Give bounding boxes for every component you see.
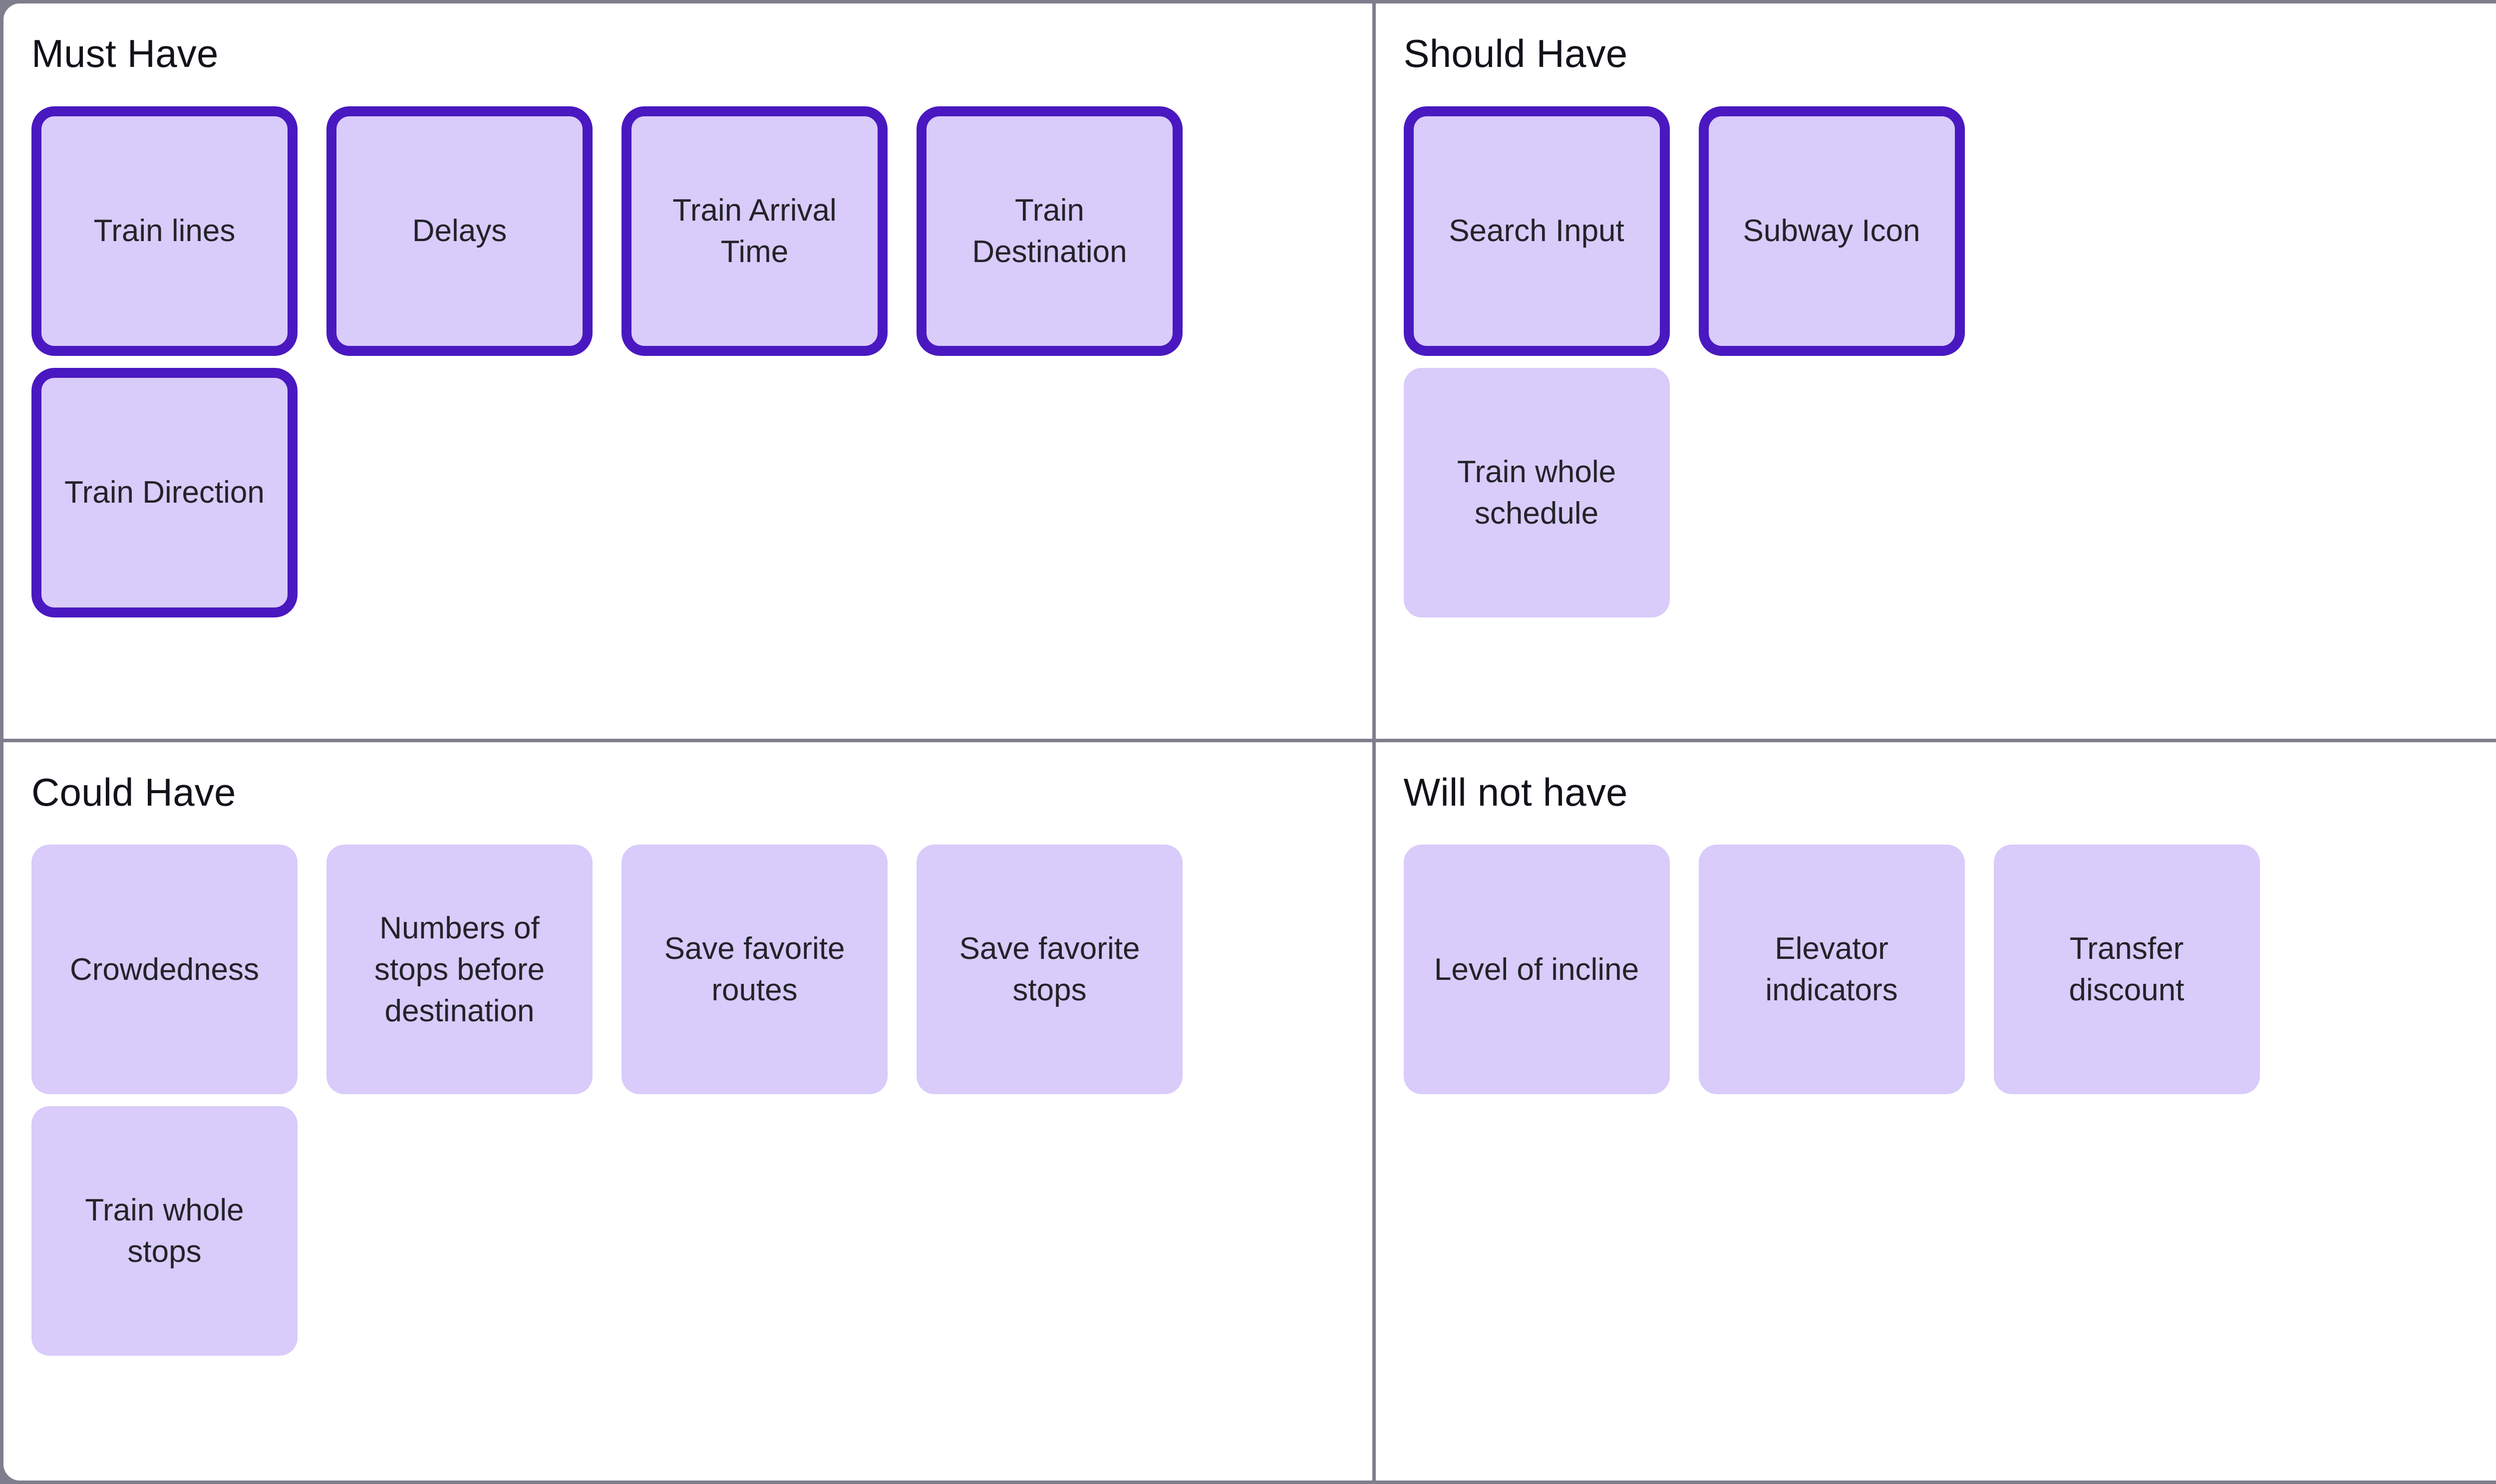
- card-label: Level of incline: [1434, 952, 1639, 987]
- quadrant-title-should-have: Should Have: [1403, 31, 1628, 75]
- card-label: Train Direction: [64, 475, 265, 510]
- card-train-arrival-time[interactable]: Train Arrival Time: [622, 106, 888, 356]
- card-row: Level of incline Elevator indicators Tra…: [1403, 845, 2496, 1095]
- card-row: Crowdedness Numbers of stops before dest…: [31, 845, 1372, 1095]
- card-train-destination[interactable]: Train Destination: [917, 106, 1183, 356]
- card-label: Train whole schedule: [1457, 454, 1616, 531]
- quadrant-title-will-not-have: Will not have: [1403, 770, 1628, 814]
- card-label: Train Arrival Time: [672, 193, 837, 269]
- card-label: Transfer discount: [2069, 931, 2184, 1008]
- card-label: Train whole stops: [85, 1193, 244, 1269]
- quadrant-title-could-have: Could Have: [31, 770, 236, 814]
- card-rows-should-have: Search Input Subway Icon Train whole sch…: [1403, 106, 2496, 617]
- card-rows-will-not-have: Level of incline Elevator indicators Tra…: [1403, 845, 2496, 1095]
- card-label: Train lines: [93, 214, 236, 249]
- card-train-lines[interactable]: Train lines: [31, 106, 298, 356]
- card-label: Save favorite stops: [959, 931, 1140, 1008]
- card-transfer-discount[interactable]: Transfer discount: [1993, 845, 2260, 1095]
- quadrant-could-have: Could Have Crowdedness Numbers of stops …: [3, 742, 1376, 1481]
- card-row: Train lines Delays Train Arrival Time Tr…: [31, 106, 1372, 356]
- card-label: Save favorite routes: [664, 931, 845, 1008]
- card-row: Search Input Subway Icon: [1403, 106, 2496, 356]
- quadrant-will-not-have: Will not have Level of incline Elevator …: [1375, 742, 2496, 1481]
- card-save-favorite-stops[interactable]: Save favorite stops: [917, 845, 1183, 1095]
- card-subway-icon[interactable]: Subway Icon: [1698, 106, 1965, 356]
- card-elevator-indicators[interactable]: Elevator indicators: [1698, 845, 1965, 1095]
- card-row: Train Direction: [31, 367, 1372, 617]
- card-train-whole-stops[interactable]: Train whole stops: [31, 1106, 298, 1356]
- card-level-of-incline[interactable]: Level of incline: [1403, 845, 1670, 1095]
- card-save-favorite-routes[interactable]: Save favorite routes: [622, 845, 888, 1095]
- card-label: Train Destination: [972, 193, 1127, 269]
- card-row: Train whole schedule: [1403, 367, 2496, 617]
- card-label: Crowdedness: [69, 952, 260, 987]
- card-delays[interactable]: Delays: [326, 106, 593, 356]
- card-numbers-of-stops-before-destination[interactable]: Numbers of stops before destination: [326, 845, 593, 1095]
- quadrant-should-have: Should Have Search Input Subway Icon Tra…: [1375, 3, 2496, 742]
- card-rows-must-have: Train lines Delays Train Arrival Time Tr…: [31, 106, 1372, 617]
- card-label: Elevator indicators: [1765, 931, 1898, 1008]
- card-train-whole-schedule[interactable]: Train whole schedule: [1403, 367, 1670, 617]
- card-label: Delays: [412, 214, 507, 249]
- card-label: Numbers of stops before destination: [374, 910, 545, 1028]
- card-row: Train whole stops: [31, 1106, 1372, 1356]
- card-label: Search Input: [1449, 214, 1624, 249]
- quadrant-must-have: Must Have Train lines Delays Train Arriv…: [3, 3, 1376, 742]
- card-label: Subway Icon: [1743, 214, 1920, 249]
- card-search-input[interactable]: Search Input: [1403, 106, 1670, 356]
- card-rows-could-have: Crowdedness Numbers of stops before dest…: [31, 845, 1372, 1356]
- quadrant-title-must-have: Must Have: [31, 31, 219, 75]
- card-crowdedness[interactable]: Crowdedness: [31, 845, 298, 1095]
- card-train-direction[interactable]: Train Direction: [31, 367, 298, 617]
